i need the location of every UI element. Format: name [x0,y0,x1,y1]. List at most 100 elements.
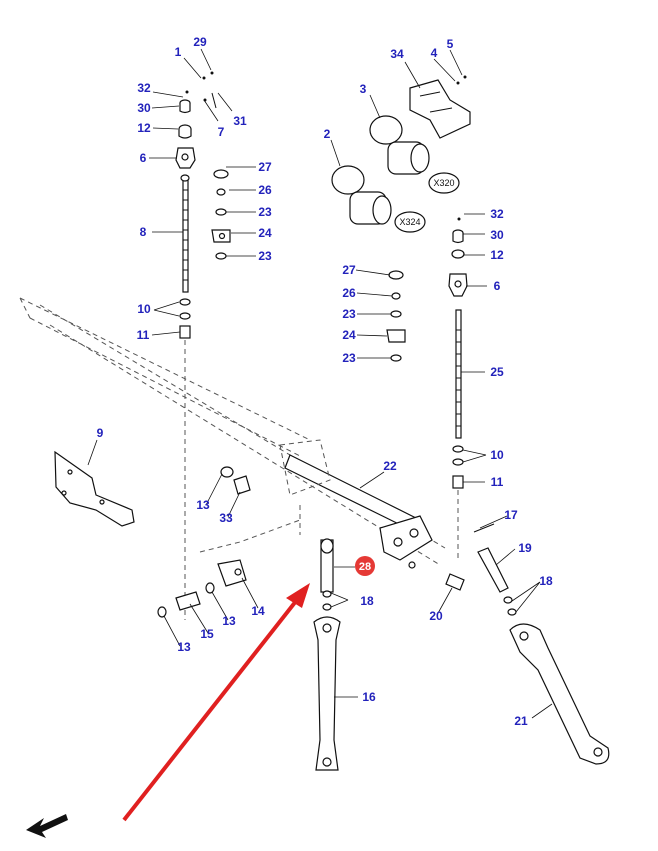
rod-25-threads [456,329,461,427]
nut-18-right-b [507,608,517,616]
label-29: 29 [193,35,207,49]
label-12: 12 [137,121,151,135]
svg-text:X324: X324 [399,217,420,227]
rod-end-hole [181,153,189,161]
washer-27-right [388,270,404,280]
actuator-2 [331,165,392,225]
label-18-right: 18 [539,574,553,588]
label-1: 1 [175,45,182,59]
label-12-right: 12 [490,248,504,262]
nut-12-right [451,249,465,259]
shaft-22 [284,454,421,533]
label-6: 6 [140,151,147,165]
washer-23-right-a [390,310,402,318]
svg-text:X320: X320 [433,178,454,188]
clamp-24-right [386,329,406,343]
label-20: 20 [429,609,443,623]
label-25: 25 [490,365,504,379]
nut-30-right-body [452,233,464,244]
label-17: 17 [504,508,518,522]
lower-arm-16 [313,616,341,771]
label-23-right: 23 [342,307,356,321]
washer-23-left-a [215,208,227,216]
ring-26-right [391,292,401,300]
shaft-housing-ghost [279,439,331,496]
ring-26-left [216,188,226,196]
connector-x324: X324 [394,211,426,233]
lever-plate-hole-b [409,528,419,538]
label-24-right: 24 [342,328,356,342]
label-23b: 23 [258,249,272,263]
label-26-right: 26 [342,286,356,300]
label-32: 32 [137,81,151,95]
nut-10-right-a [452,445,464,453]
bracket-14-hole [234,568,242,576]
washer-4 [456,81,460,85]
bush-11 [179,325,191,339]
pin-15 [175,591,201,611]
clamp-24-hole [218,232,226,240]
nut-10b [179,312,191,320]
label-5: 5 [447,37,454,51]
label-11: 11 [137,328,150,342]
label-2: 2 [324,127,331,141]
washer-27-left [213,169,229,179]
cross-shaft-axis [39,304,446,566]
arm-16-top-hole [322,623,332,633]
threaded-rod-25 [455,309,462,439]
screw-29 [210,71,214,75]
label-13-upper: 13 [196,498,210,512]
label-30-right: 30 [490,228,504,242]
threaded-pin-19 [477,547,509,593]
nut-10-right-b [452,458,464,466]
actuator-3 [369,115,430,175]
rod-tip [180,174,190,182]
link-ghost-left [199,519,301,553]
nut-30-body [179,103,191,114]
bush-33 [233,475,251,495]
washer-1 [202,76,206,80]
label-19: 19 [518,541,532,555]
label-33: 33 [219,511,233,525]
label-34: 34 [390,47,404,61]
label-9: 9 [97,426,104,440]
washer-23-right-b [390,354,402,362]
bracket-9 [54,450,135,527]
nut-18-centre-a [322,590,332,598]
pin-hole [408,561,416,569]
bolt-31 [211,92,217,109]
label-15: 15 [200,627,214,641]
label-6-right: 6 [494,279,501,293]
screw-5 [463,75,467,79]
rod-threads [183,189,188,281]
arm-21-bottom-hole [593,747,603,757]
highlight-badge-28: 28 [355,556,375,576]
ring-13-mid [205,582,215,594]
grease-nipple-32 [185,90,189,94]
threaded-rod-8 [182,179,189,293]
label-14: 14 [251,604,265,618]
label-26: 26 [258,183,272,197]
nut-18-centre-b [322,603,332,611]
orientation-arrow-icon [26,814,68,838]
label-21: 21 [514,714,528,728]
washer-23-left-b [215,252,227,260]
label-16: 16 [362,690,376,704]
label-18-centre: 18 [360,594,374,608]
bracket-34 [409,79,471,139]
nut-18-right-a [503,596,513,604]
label-30: 30 [137,101,151,115]
label-10-right: 10 [490,448,504,462]
connector-x320: X320 [428,172,460,194]
label-22: 22 [383,459,397,473]
label-24: 24 [258,226,272,240]
label-4: 4 [431,46,438,60]
pin-20 [445,573,465,591]
label-10: 10 [137,302,151,316]
ring-13-upper [220,466,234,478]
bush-11-right [452,475,464,489]
label-23b-right: 23 [342,351,356,365]
label-27-right: 27 [342,263,356,277]
